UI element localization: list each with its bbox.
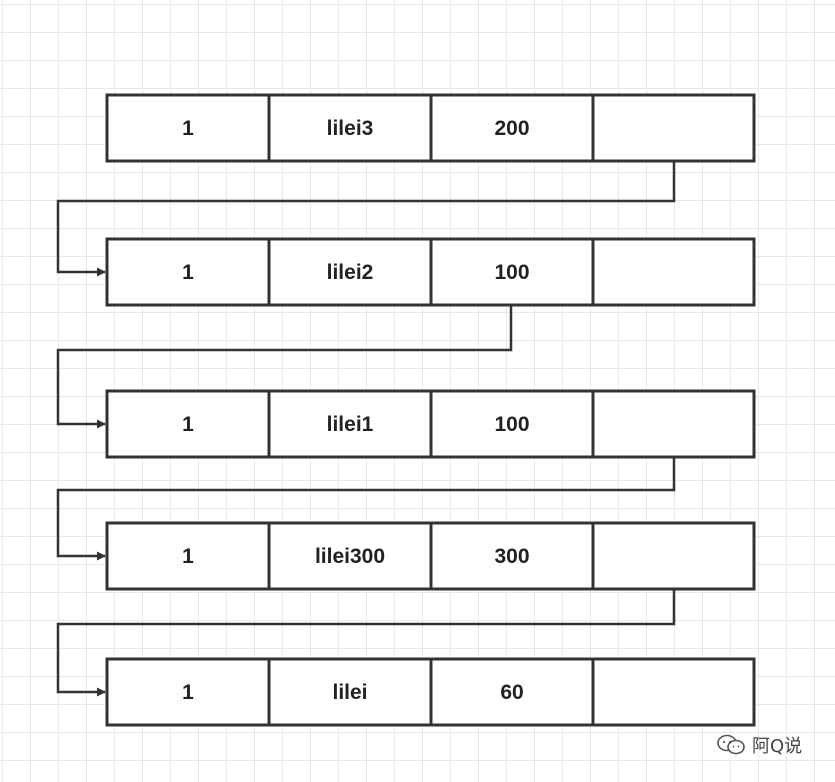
pointer-connectors xyxy=(56,161,676,697)
record-name-cell xyxy=(267,93,433,163)
record-id-cell xyxy=(105,521,271,591)
record-name-cell-text: lilei xyxy=(332,681,367,704)
record-value-cell xyxy=(429,93,595,163)
record-value-cell-text: 300 xyxy=(494,545,529,568)
record-value-cell-text: 60 xyxy=(500,681,523,704)
record-id-cell-text: 1 xyxy=(182,413,194,436)
record-name-cell-text: lilei2 xyxy=(327,261,374,284)
record-value-cell-text: 100 xyxy=(494,261,529,284)
record-name-cell xyxy=(267,521,433,591)
wechat-icon xyxy=(717,734,745,755)
record-id-cell xyxy=(105,657,271,727)
next-pointer-arrow xyxy=(56,161,676,277)
record-row: 1 lilei3 200 xyxy=(105,93,756,163)
record-value-cell xyxy=(429,521,595,591)
record-id-cell xyxy=(105,237,271,307)
record-value-cell-text: 100 xyxy=(494,413,529,436)
record-row: 1 lilei1 100 xyxy=(105,389,756,459)
record-id-cell xyxy=(105,93,271,163)
record-pointer-cell xyxy=(591,657,756,727)
record-value-cell-text: 200 xyxy=(494,117,529,140)
next-pointer-arrow xyxy=(56,457,676,561)
watermark: 阿Q说 xyxy=(716,730,816,760)
record-row: 1 lilei 60 xyxy=(105,657,756,727)
record-name-cell-text: lilei1 xyxy=(327,413,374,436)
record-name-cell xyxy=(267,657,433,727)
record-name-cell-text: lilei3 xyxy=(327,117,374,140)
record-pointer-cell xyxy=(591,521,756,591)
next-pointer-arrow xyxy=(56,589,676,697)
record-pointer-cell xyxy=(591,389,756,459)
next-pointer-arrow xyxy=(56,305,513,429)
record-id-cell-text: 1 xyxy=(182,117,194,140)
record-id-cell-text: 1 xyxy=(182,681,194,704)
record-row: 1 lilei2 100 xyxy=(105,237,756,307)
record-pointer-cell xyxy=(591,93,756,163)
record-pointer-cell xyxy=(591,237,756,307)
watermark-text: 阿Q说 xyxy=(752,736,803,757)
record-id-cell-text: 1 xyxy=(182,545,194,568)
record-id-cell-text: 1 xyxy=(182,261,194,284)
record-value-cell xyxy=(429,237,595,307)
record-row: 1 lilei300 300 xyxy=(105,521,756,591)
record-name-cell-text: lilei300 xyxy=(315,545,385,568)
